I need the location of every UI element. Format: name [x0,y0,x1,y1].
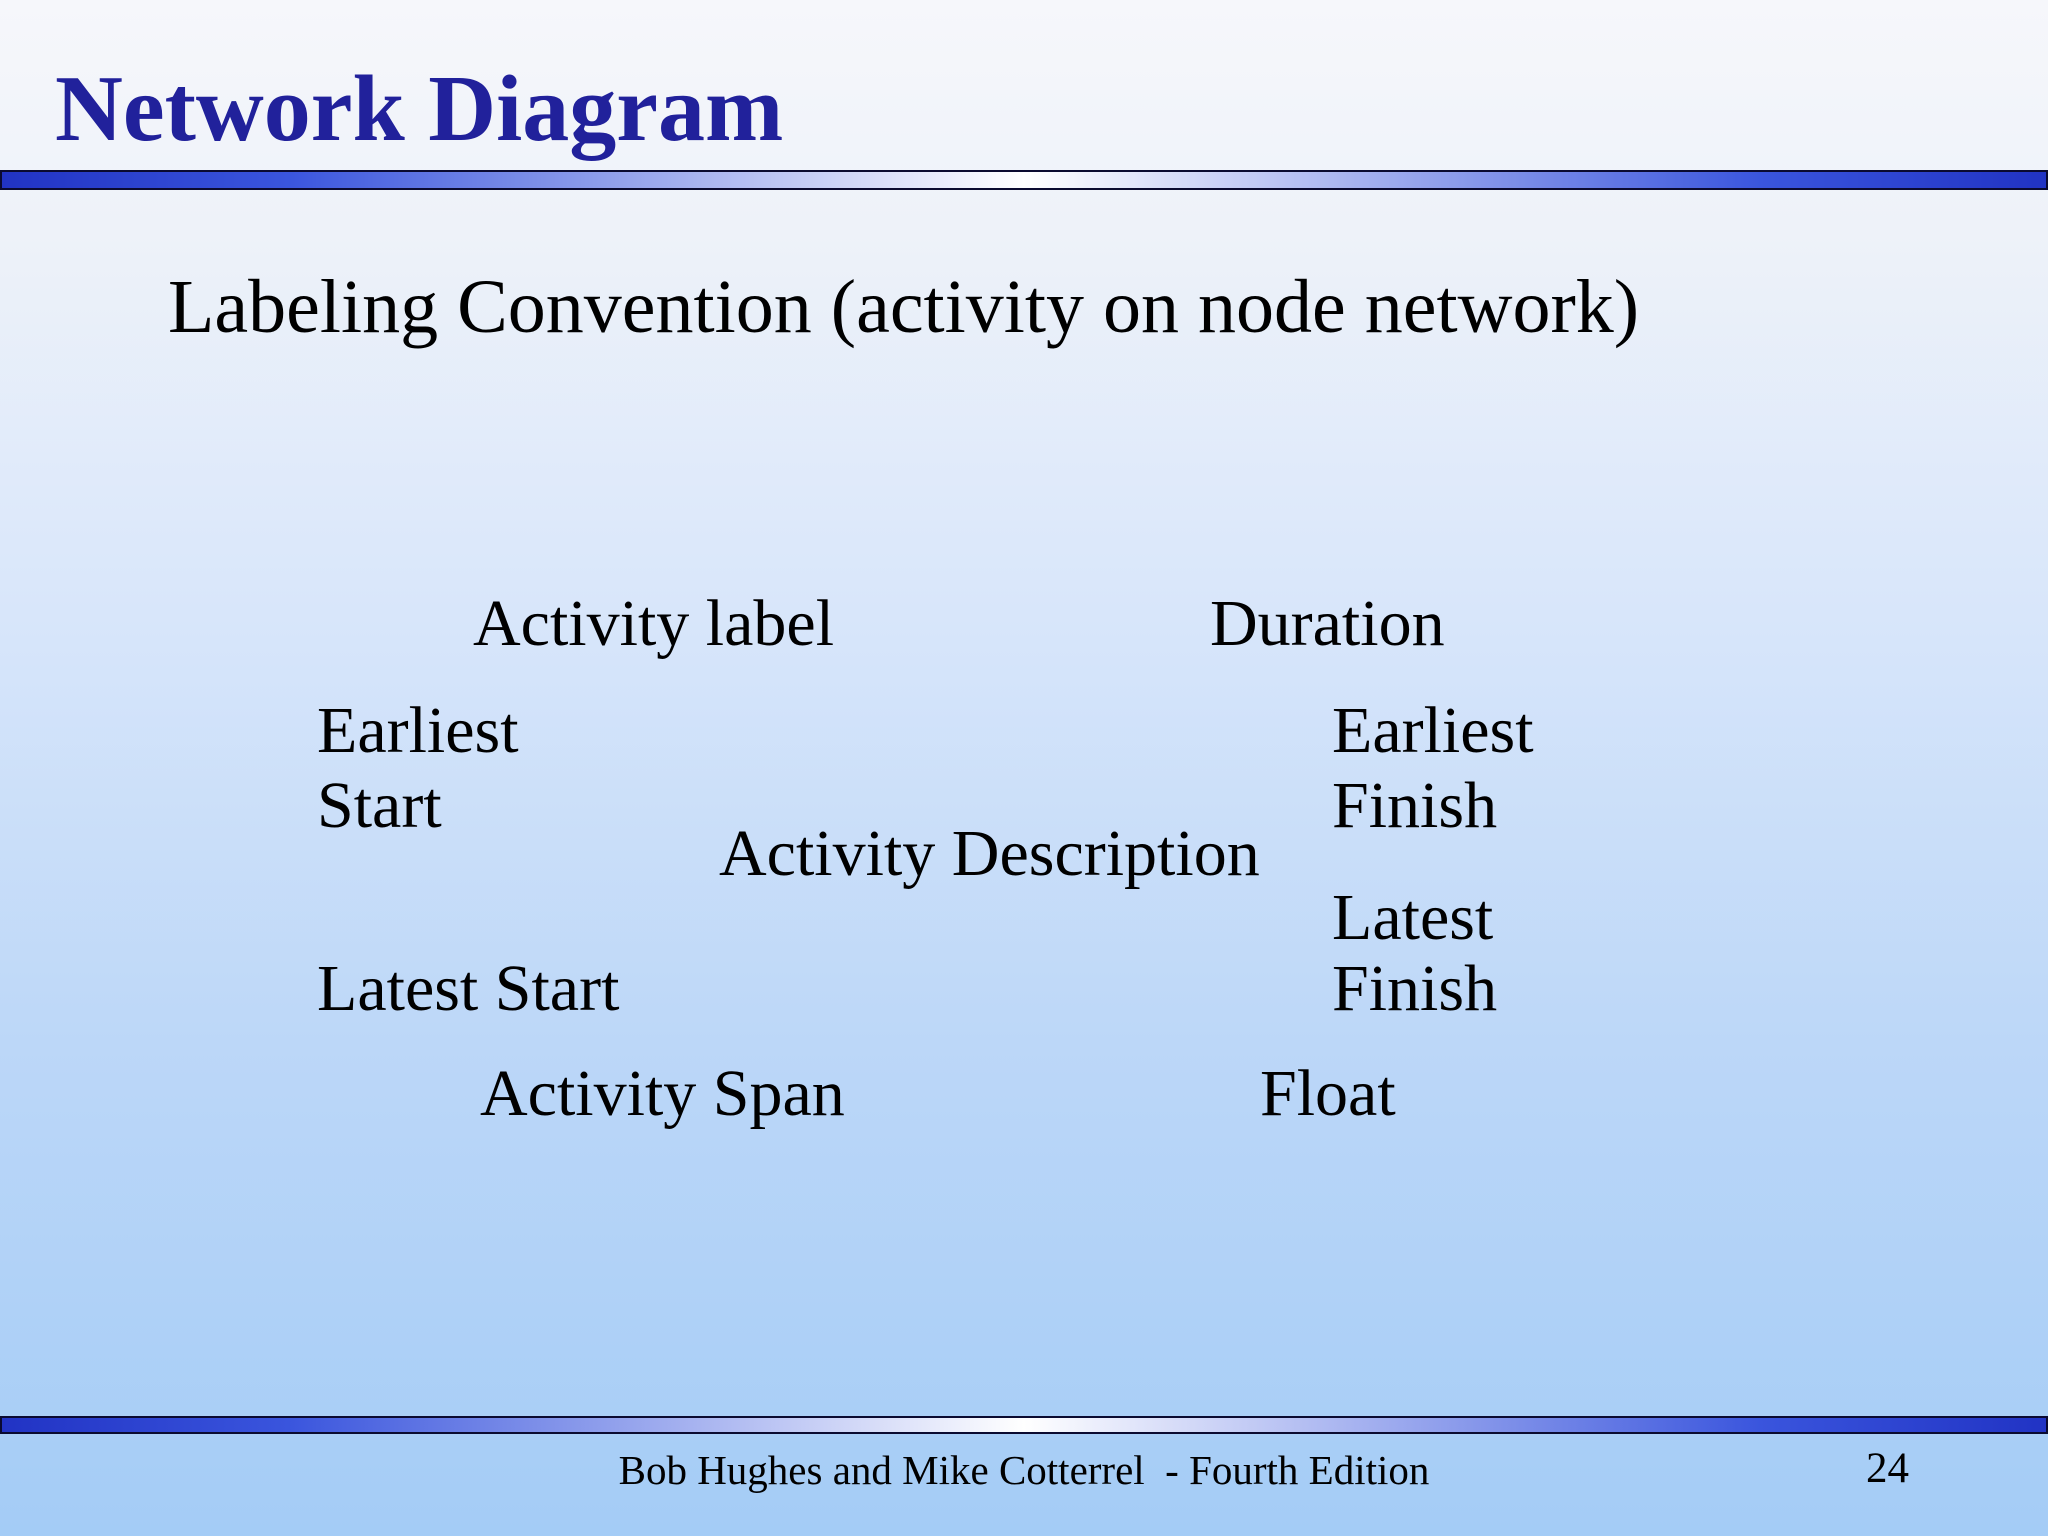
page-number: 24 [1866,1445,1909,1492]
label-earliest-finish-line1: Earliest [1332,694,1534,767]
footer-credit: Bob Hughes and Mike Cotterrel - Fourth E… [618,1447,1430,1493]
slide-subtitle: Labeling Convention (activity on node ne… [168,265,1640,349]
label-earliest-start-line2: Start [317,769,442,842]
page-title: Network Diagram [55,57,784,161]
label-activity-span: Activity Span [480,1057,845,1130]
label-earliest-finish-line2: Finish [1332,769,1498,842]
label-activity-description: Activity Description [719,817,1260,890]
title-separator-bar [0,170,2048,190]
label-activity-label: Activity label [473,587,835,660]
label-float: Float [1260,1057,1396,1130]
label-earliest-start-line1: Earliest [317,694,519,767]
label-latest-finish-line1: Latest [1332,881,1494,954]
label-latest-start: Latest Start [317,952,620,1025]
label-latest-finish-line2: Finish [1332,952,1498,1025]
footer-separator-bar [0,1416,2048,1434]
label-duration: Duration [1210,587,1445,660]
